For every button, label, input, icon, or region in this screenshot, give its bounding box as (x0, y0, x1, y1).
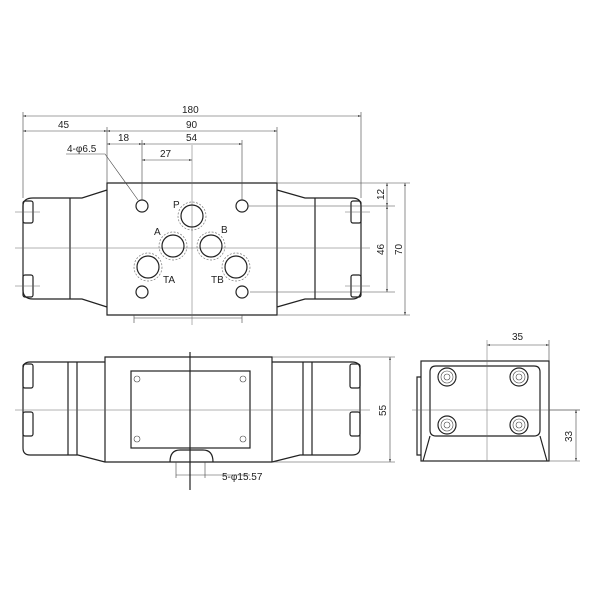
port-dim-lines (175, 462, 250, 478)
port-b-seal (196, 231, 226, 261)
top-dimensions (22, 112, 410, 316)
port-b (199, 234, 223, 258)
mounting-hole (135, 199, 149, 213)
cover-screw (133, 435, 141, 443)
cover-screw (239, 375, 247, 383)
ext-lines (549, 409, 580, 462)
ports (133, 201, 251, 282)
cover-screw (239, 435, 247, 443)
dim-27: 27 (160, 149, 172, 160)
side-view: 35 33 (412, 332, 580, 462)
port-tb-seal (221, 252, 251, 282)
dim-45: 45 (58, 120, 70, 131)
side-chamfer (422, 435, 548, 462)
port-boss (169, 449, 214, 463)
front-section-lines (67, 362, 313, 455)
port-label-b: B (221, 225, 228, 236)
port-label-p: P (173, 200, 180, 211)
hole-callout: 4-φ6.5 (67, 144, 97, 155)
port-a (161, 234, 185, 258)
port-tb (224, 255, 248, 279)
side-body-outline (420, 360, 550, 462)
mounting-hole (235, 285, 249, 299)
side-pin (416, 376, 421, 456)
front-left-cap (22, 363, 34, 389)
dim-18: 18 (118, 133, 130, 144)
front-left-cap (22, 411, 34, 437)
front-right-cap (349, 363, 361, 389)
side-bolts (437, 367, 529, 435)
dim-90: 90 (186, 120, 198, 131)
dim-70: 70 (394, 243, 405, 255)
port-p (180, 204, 204, 228)
mounting-hole (235, 199, 249, 213)
dim-180: 180 (182, 105, 199, 116)
dim-12: 12 (376, 188, 387, 200)
port-ta (136, 255, 160, 279)
port-p-seal (177, 201, 207, 231)
port-ta-seal (133, 252, 163, 282)
top-view: P A B TA TB 180 45 90 18 54 27 4-φ6.5 12… (15, 105, 410, 325)
dim-54: 54 (186, 133, 198, 144)
dim-46: 46 (376, 243, 387, 255)
side-recess (429, 365, 541, 437)
front-extension-lines (272, 356, 395, 463)
mounting-hole (135, 285, 149, 299)
dim-33: 33 (564, 430, 575, 442)
front-right-cap (349, 411, 361, 437)
port-label-ta: TA (163, 275, 175, 286)
front-body-outline (22, 356, 361, 463)
front-view: 55 5-φ15.57 (15, 352, 395, 490)
port-a-seal (158, 231, 188, 261)
port-label-tb: TB (211, 275, 224, 286)
dim-55: 55 (378, 404, 389, 416)
locating-pins (133, 315, 243, 323)
cover-screw (133, 375, 141, 383)
dim-35: 35 (512, 332, 524, 343)
port-label-a: A (154, 227, 161, 238)
port-callout: 5-φ15.57 (222, 472, 263, 483)
